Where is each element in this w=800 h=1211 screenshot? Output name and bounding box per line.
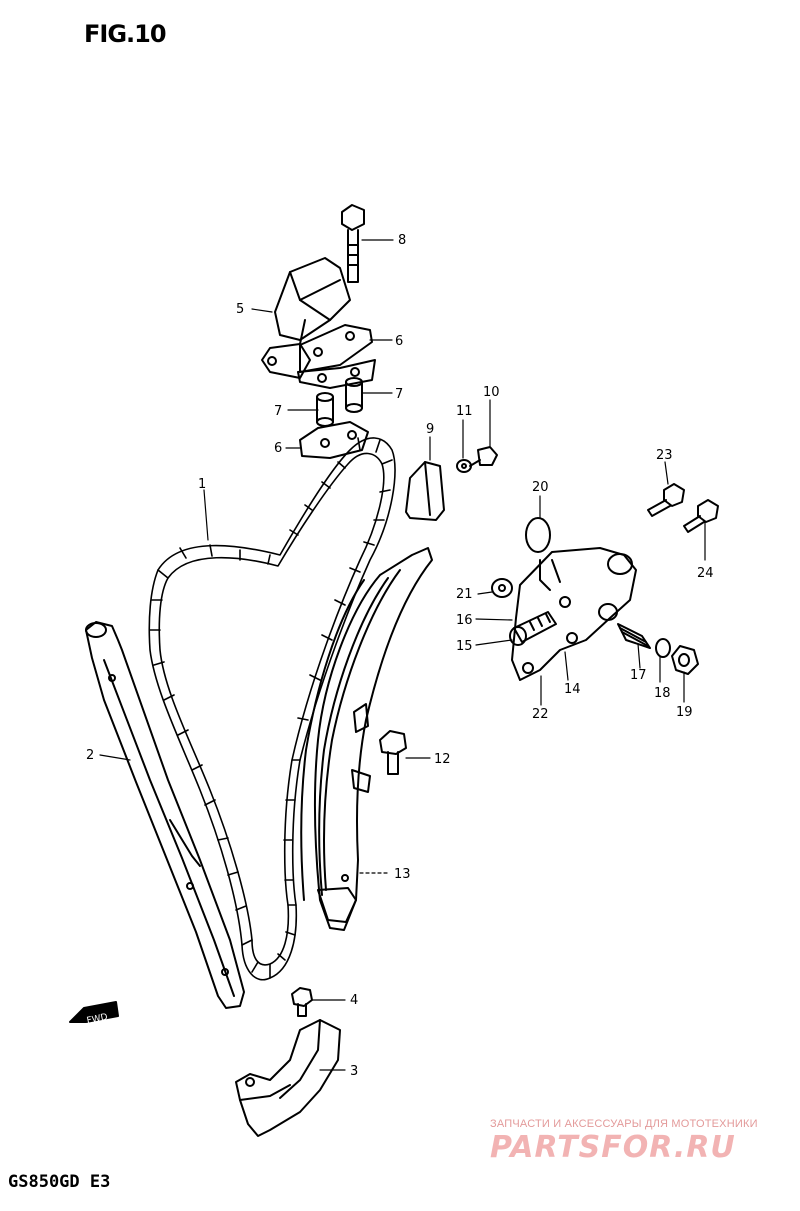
callout-7-left: 7 (274, 404, 282, 419)
callout-24: 24 (697, 566, 714, 581)
plate-6-lower (299, 421, 369, 459)
pushrod-15 (509, 611, 557, 646)
callout-11: 11 (456, 404, 473, 419)
callout-7-right: 7 (395, 387, 403, 402)
callout-18: 18 (654, 686, 671, 701)
dowel-7a (345, 377, 363, 413)
callout-21: 21 (456, 587, 473, 602)
callout-3: 3 (350, 1064, 358, 1079)
washer-11 (456, 459, 472, 473)
bolt-23 (647, 483, 685, 517)
bolt-24 (683, 499, 719, 533)
bolt-4 (291, 987, 313, 1017)
cam-chain-1 (148, 437, 396, 981)
callout-1: 1 (198, 477, 206, 492)
callout-19: 19 (676, 705, 693, 720)
bolt-13 (379, 730, 407, 775)
dowel-7b (316, 392, 334, 427)
tensioner-body-14 (511, 547, 637, 681)
nut-19 (671, 645, 699, 675)
callout-22: 22 (532, 707, 549, 722)
callout-15: 15 (456, 639, 473, 654)
callout-5: 5 (236, 302, 244, 317)
rubber-block-9 (405, 461, 445, 521)
callout-23: 23 (656, 448, 673, 463)
watermark-logo: PARTSFOR.RU (490, 1130, 736, 1165)
callout-13: 12 (434, 752, 451, 767)
callout-2: 2 (86, 748, 94, 763)
rear-guide-2 (85, 621, 245, 1009)
figure-title: FIG.10 (84, 20, 167, 48)
watermark-tagline: ЗАПЧАСТИ И АКСЕССУАРЫ ДЛЯ МОТОТЕХНИКИ (490, 1118, 758, 1130)
callout-8: 8 (398, 233, 406, 248)
callout-17: 17 (630, 668, 647, 683)
callout-9: 9 (426, 422, 434, 437)
leader-lines (99, 239, 706, 1071)
upper-guide-5 (261, 257, 351, 379)
callout-6-lower: 6 (274, 441, 282, 456)
spring-16-21 (491, 578, 513, 598)
model-code: GS850GD E3 (8, 1172, 111, 1192)
callout-16: 16 (456, 613, 473, 628)
callout-14: 14 (564, 682, 581, 697)
callout-numbers: 8 5 6 7 7 6 9 11 10 1 2 12 13 4 3 20 23 … (86, 233, 714, 1079)
callout-10: 10 (483, 385, 500, 400)
callout-6-upper: 6 (395, 334, 403, 349)
bolt-10 (469, 446, 498, 467)
fwd-arrow (69, 1001, 119, 1023)
plate-6-upper (297, 324, 376, 389)
fwd-label: FWD (86, 1012, 109, 1026)
lower-guide-3 (235, 1019, 341, 1137)
callout-20: 20 (532, 480, 549, 495)
callout-4: 4 (350, 993, 358, 1008)
tensioner-guide-12 (300, 547, 433, 931)
washer-18 (655, 638, 671, 658)
bolt-8 (341, 204, 365, 283)
o-ring-20 (525, 517, 551, 553)
callout-12: 13 (394, 867, 411, 882)
spring-17 (617, 623, 651, 649)
